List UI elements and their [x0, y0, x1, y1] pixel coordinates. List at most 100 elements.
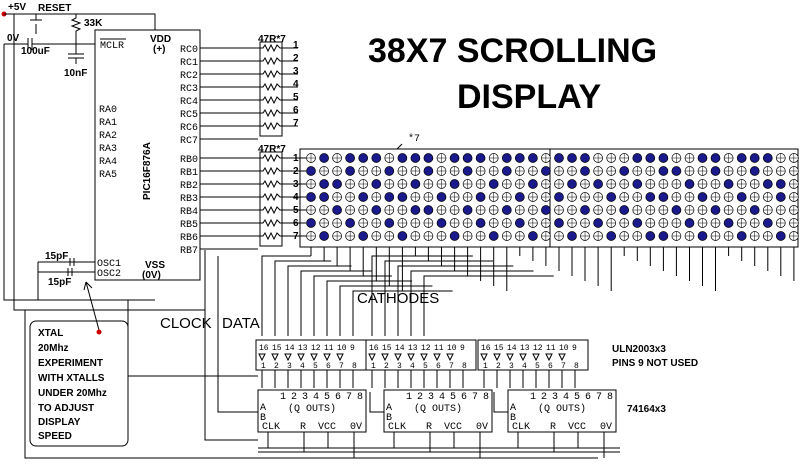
led-cross — [711, 231, 721, 241]
led-on-icon — [554, 153, 564, 163]
led-on-icon — [632, 179, 643, 189]
led-on-icon — [358, 192, 369, 202]
resistor-icon — [258, 231, 298, 241]
led-on-icon — [358, 231, 369, 241]
uln-bottom-pin-number: 2 — [274, 362, 279, 371]
crystal-cap-top-label: 15pF — [45, 251, 68, 262]
led-cross — [450, 205, 460, 215]
shiftreg-q-pin-number: 1 — [280, 392, 286, 403]
res-top-pin-2: 2 — [293, 53, 299, 64]
driver-triangle-icon — [336, 353, 344, 362]
led-cross — [554, 205, 564, 215]
led-on-icon — [449, 231, 460, 241]
led-cross — [463, 231, 473, 241]
uln-bottom-pin-number: 1 — [261, 362, 266, 371]
led-cross — [541, 179, 551, 189]
led-cross — [789, 153, 799, 163]
led-on-icon — [462, 153, 473, 163]
uln-top-pin-number: 15 — [272, 344, 282, 353]
decoupling-capacitor-label: 10nF — [64, 68, 87, 79]
led-cross — [450, 166, 460, 176]
xtal-note-line-4: WITH XTALLS — [38, 373, 105, 384]
led-cross — [450, 192, 460, 202]
shiftreg-clk-pin: CLK — [512, 422, 530, 433]
led-cross — [397, 218, 407, 228]
led-cross — [763, 192, 773, 202]
led-on-icon — [697, 153, 708, 163]
led-cross — [737, 179, 747, 189]
shiftreg-q-pin-number: 6 — [585, 392, 591, 403]
xtal-note-line-8: SPEED — [38, 431, 72, 442]
led-cross — [606, 153, 616, 163]
led-on-icon — [397, 231, 408, 241]
uln-top-pin-number: 16 — [369, 344, 379, 353]
led-on-icon — [619, 205, 630, 215]
uln-bottom-pin-number: 2 — [384, 362, 389, 371]
driver-triangle-icon — [433, 353, 441, 362]
led-cross — [684, 192, 694, 202]
led-on-icon — [658, 192, 669, 202]
shiftreg-pin-wire — [393, 432, 481, 458]
led-cross — [671, 231, 681, 241]
led-cross — [489, 205, 499, 215]
led-on-icon — [749, 205, 760, 215]
led-cross — [632, 166, 642, 176]
led-cross — [580, 179, 590, 189]
led-on-icon — [410, 153, 421, 163]
shiftreg-q-pin-number: 6 — [335, 392, 341, 403]
crystal-icon — [67, 258, 75, 276]
shiftreg-a-pin: A — [386, 403, 392, 414]
led-on-icon — [580, 166, 590, 176]
led-cross — [580, 192, 590, 202]
shiftreg-vcc-pin: VCC — [318, 422, 336, 433]
shiftreg-q-pin-number: 3 — [428, 392, 434, 403]
led-cross — [750, 179, 760, 189]
led-on-icon — [541, 166, 551, 176]
led-cross — [306, 205, 316, 215]
led-on-icon — [710, 205, 721, 215]
led-cross — [397, 166, 407, 176]
led-on-icon — [749, 153, 760, 163]
resistor-icon — [258, 166, 298, 176]
uln-bottom-pin-number: 1 — [371, 362, 376, 371]
led-cross — [789, 192, 799, 202]
resistor-icon — [258, 43, 298, 53]
led-on-icon — [501, 205, 512, 215]
led-cross — [397, 179, 407, 189]
led-cross — [789, 218, 799, 228]
led-cross — [593, 166, 603, 176]
led-cross — [724, 192, 734, 202]
led-cross — [423, 231, 433, 241]
led-on-icon — [775, 179, 786, 189]
xtal-note-box — [29, 320, 129, 447]
led-on-icon — [371, 179, 382, 189]
driver-triangle-icon — [271, 353, 279, 362]
led-on-icon — [671, 205, 682, 215]
led-cross — [606, 179, 616, 189]
shiftreg-q-pin-number: 4 — [563, 392, 569, 403]
shiftreg-a-pin: A — [260, 403, 266, 414]
cascade-wire — [369, 392, 384, 413]
led-on-icon — [397, 153, 408, 163]
uln-top-pin-number: 9 — [572, 344, 577, 353]
led-on-icon — [319, 179, 329, 189]
uln-top-pin-number: 15 — [382, 344, 392, 353]
led-on-icon — [671, 166, 682, 176]
uln-top-pin-number: 11 — [434, 344, 444, 353]
pic-name-label: PIC16F876A — [142, 142, 153, 200]
led-cross — [332, 231, 342, 241]
led-on-icon — [567, 179, 577, 189]
led-on-icon — [710, 166, 721, 176]
uln-top-pin-number: 11 — [324, 344, 334, 353]
led-cross — [711, 192, 721, 202]
led-cross — [489, 192, 499, 202]
res-bottom-pin-1: 1 — [293, 153, 299, 164]
shiftreg-q-pin-number: 1 — [530, 392, 536, 403]
res-bottom-pin-2: 2 — [293, 166, 299, 177]
cathode-route — [261, 255, 311, 336]
pic-rb3-label: RB3 — [180, 194, 198, 205]
led-on-icon — [736, 231, 747, 241]
led-cross — [724, 153, 734, 163]
cathode-route — [339, 285, 433, 336]
led-cross — [684, 153, 694, 163]
